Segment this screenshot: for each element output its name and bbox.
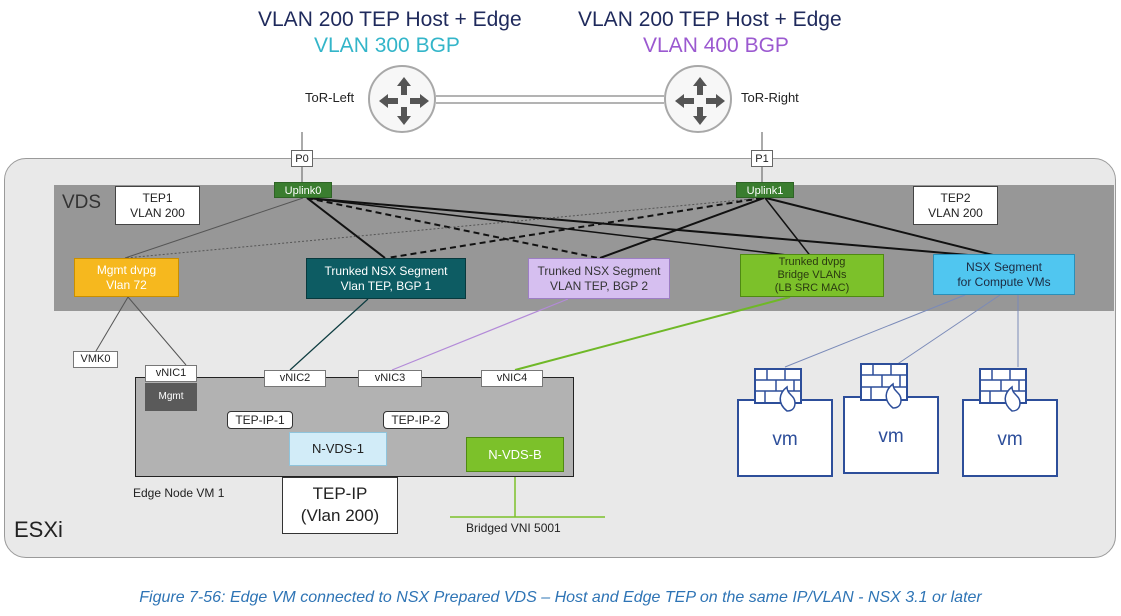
tep2-box: TEP2 VLAN 200 xyxy=(913,186,998,225)
compute-line2: for Compute VMs xyxy=(957,274,1051,289)
tep1-line2: VLAN 200 xyxy=(130,206,185,220)
port-p1: P1 xyxy=(751,150,773,167)
compute-vm-2: vm xyxy=(843,362,939,474)
tep-ip-line1: TEP-IP xyxy=(312,484,368,503)
nvds-b: N-VDS-B xyxy=(466,437,564,472)
tep1-box: TEP1 VLAN 200 xyxy=(115,186,200,225)
firewall-icon xyxy=(962,368,1058,477)
trunked-dvpg-bridge: Trunked dvpg Bridge VLANs (LB SRC MAC) xyxy=(740,254,884,297)
title-right-line2: VLAN 400 BGP xyxy=(643,34,789,57)
compute-vm-3: vm xyxy=(962,367,1058,477)
compute-line1: NSX Segment xyxy=(965,259,1043,274)
port-p0: P0 xyxy=(291,150,313,167)
nsx-segment-compute: NSX Segment for Compute VMs xyxy=(933,254,1075,295)
nvds-1: N-VDS-1 xyxy=(289,432,387,466)
uplink1: Uplink1 xyxy=(736,182,794,198)
trunk2-line1: Trunked NSX Segment xyxy=(537,263,661,278)
trunk1-line2: Vlan TEP, BGP 1 xyxy=(340,278,432,293)
mgmt-dvpg-line1: Mgmt dvpg xyxy=(96,262,157,277)
figure-caption: Figure 7-56: Edge VM connected to NSX Pr… xyxy=(139,589,982,606)
trunked-nsx-segment-1: Trunked NSX Segment Vlan TEP, BGP 1 xyxy=(306,258,466,299)
trunk1-line1: Trunked NSX Segment xyxy=(324,263,448,278)
vmk0: VMK0 xyxy=(73,351,118,368)
title-right-line1: VLAN 200 TEP Host + Edge xyxy=(578,8,842,31)
mgmt-dvpg: Mgmt dvpg Vlan 72 xyxy=(74,258,179,297)
tep-ip-box: TEP-IP (Vlan 200) xyxy=(282,477,398,534)
tor-left-label: ToR-Left xyxy=(305,90,355,105)
trunk2-line2: VLAN TEP, BGP 2 xyxy=(549,278,649,293)
trunked-nsx-segment-2: Trunked NSX Segment VLAN TEP, BGP 2 xyxy=(528,258,670,299)
edge-node-vm-label: Edge Node VM 1 xyxy=(133,486,225,500)
tep-ip-1: TEP-IP-1 xyxy=(227,411,293,429)
vnic4: vNIC4 xyxy=(481,370,543,387)
tep2-line1: TEP2 xyxy=(940,191,971,205)
mgmt-box: Mgmt xyxy=(145,383,197,411)
bridged-vni-label: Bridged VNI 5001 xyxy=(466,521,561,535)
tep2-line2: VLAN 200 xyxy=(928,206,983,220)
vnic1: vNIC1 xyxy=(145,365,197,382)
tor-right-router-icon xyxy=(664,65,732,133)
firewall-icon xyxy=(843,363,939,474)
title-left-line2: VLAN 300 BGP xyxy=(314,34,460,57)
vm-2-label: vm xyxy=(878,426,904,447)
compute-vm-1: vm xyxy=(737,367,833,477)
tep-ip-line2: (Vlan 200) xyxy=(300,506,380,525)
tep-ip-2: TEP-IP-2 xyxy=(383,411,449,429)
bridge-line2: Bridge VLANs xyxy=(777,269,847,281)
vds-label: VDS xyxy=(62,192,102,213)
esxi-label: ESXi xyxy=(14,517,63,542)
bridge-line1: Trunked dvpg xyxy=(778,256,846,268)
vm-3-label: vm xyxy=(997,429,1023,450)
vm-1-label: vm xyxy=(772,429,798,450)
tor-right-label: ToR-Right xyxy=(741,90,799,105)
vnic3: vNIC3 xyxy=(358,370,422,387)
uplink0: Uplink0 xyxy=(274,182,332,198)
mgmt-dvpg-line2: Vlan 72 xyxy=(106,277,147,292)
title-left-line1: VLAN 200 TEP Host + Edge xyxy=(258,8,522,31)
tep1-line1: TEP1 xyxy=(142,191,173,205)
tor-left-router-icon xyxy=(368,65,436,133)
firewall-icon xyxy=(737,368,833,477)
vnic2: vNIC2 xyxy=(264,370,326,387)
bridge-line3: (LB SRC MAC) xyxy=(774,282,850,294)
